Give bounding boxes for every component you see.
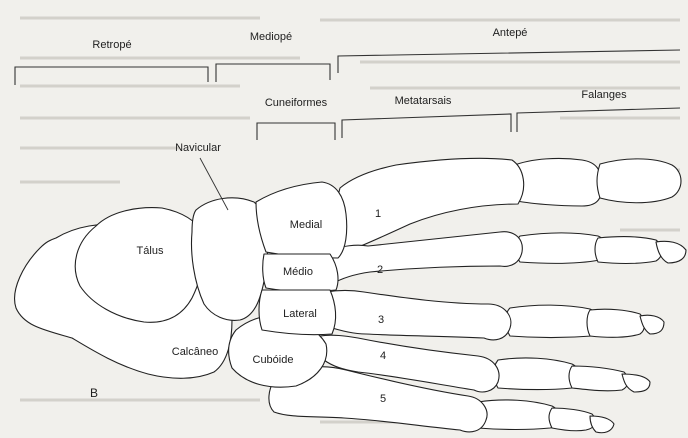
cuneiformes-bracket [257, 123, 335, 140]
talus-label: Tálus [137, 245, 164, 257]
medio-label: Médio [283, 266, 313, 278]
middle-phalanx-5 [549, 408, 595, 431]
metatarsais-bracket [342, 114, 511, 138]
mediope-bracket [216, 64, 330, 82]
retrope-label: Retropé [92, 39, 131, 51]
distal-phalanx-5 [590, 416, 614, 433]
lateral-label: Lateral [283, 308, 317, 320]
metatarsal-number-4: 4 [380, 350, 386, 362]
cuneiformes-label: Cuneiformes [265, 97, 328, 109]
falanges-label: Falanges [581, 89, 627, 101]
metatarsal-number-5: 5 [380, 393, 386, 405]
calcaneo-label: Calcâneo [172, 346, 218, 358]
metatarsal-number-2: 2 [377, 264, 383, 276]
retrope-bracket [15, 67, 208, 85]
distal-phalanx-1 [597, 159, 681, 203]
proximal-phalanx-2 [516, 233, 607, 263]
navicular-label: Navicular [175, 142, 221, 154]
metatarsal-3 [323, 291, 511, 340]
panel-letter: B [90, 386, 98, 400]
navicular [192, 198, 268, 321]
medial-label: Medial [290, 219, 322, 231]
metatarsal-number-3: 3 [378, 314, 384, 326]
mediope-label: Mediopé [250, 31, 292, 43]
middle-phalanx-2 [595, 237, 662, 264]
falanges-bracket [517, 108, 680, 132]
distal-phalanx-4 [622, 374, 650, 392]
metatarsais-label: Metatarsais [395, 95, 452, 107]
middle-phalanx-4 [569, 366, 628, 391]
proximal-phalanx-3 [506, 305, 601, 337]
antepe-label: Antepé [493, 27, 528, 39]
middle-phalanx-3 [587, 309, 645, 337]
proximal-phalanx-4 [494, 358, 582, 390]
metatarsal-number-1: 1 [375, 208, 381, 220]
cuboide-label: Cubóide [253, 354, 294, 366]
distal-phalanx-2 [656, 241, 686, 263]
distal-phalanx-3 [640, 315, 664, 334]
